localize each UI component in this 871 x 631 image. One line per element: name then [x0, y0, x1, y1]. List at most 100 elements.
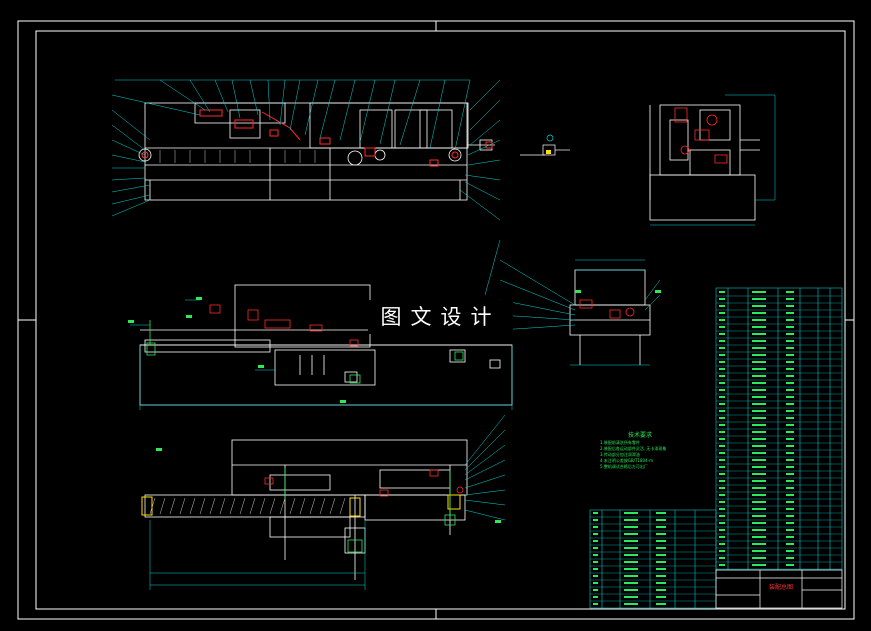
- table-cell-mark: [656, 540, 666, 542]
- table-cell-mark: [752, 417, 766, 419]
- note-line: 2.装配后各运动部件灵活, 无卡滞现象: [600, 446, 667, 451]
- table-cell-mark: [719, 340, 725, 342]
- middle-view-red-parts: [209, 304, 359, 347]
- table-cell-mark: [719, 438, 725, 440]
- table-cell-mark: [786, 473, 794, 475]
- table-cell-mark: [786, 508, 794, 510]
- bottom-view-yellow: [141, 494, 461, 517]
- table-cell-mark: [752, 396, 766, 398]
- table-cell-mark: [752, 466, 766, 468]
- table-cell-mark: [752, 445, 766, 447]
- table-cell-mark: [593, 582, 598, 584]
- table-cell-mark: [624, 547, 638, 549]
- table-cell-mark: [656, 547, 666, 549]
- table-cell-mark: [593, 561, 598, 563]
- table-cell-mark: [719, 494, 725, 496]
- table-cell-mark: [719, 347, 725, 349]
- table-cell-mark: [786, 466, 794, 468]
- table-cell-mark: [719, 312, 725, 314]
- top-elevation-view: [138, 102, 495, 201]
- table-cell-mark: [752, 368, 766, 370]
- table-cell-mark: [786, 410, 794, 412]
- table-cell-mark: [719, 424, 725, 426]
- table-cell-mark: [752, 410, 766, 412]
- table-cell-mark: [593, 568, 598, 570]
- table-cell-mark: [752, 375, 766, 377]
- bottom-section-view: [144, 439, 468, 580]
- bottom-view-green: [284, 468, 456, 553]
- table-cell-mark: [719, 515, 725, 517]
- table-cell-mark: [719, 452, 725, 454]
- table-cell-mark: [593, 533, 598, 535]
- note-line: 3.传动部分加注润滑油: [600, 452, 640, 457]
- table-cell-mark: [593, 512, 598, 514]
- table-cell-mark: [719, 326, 725, 328]
- table-cell-mark: [752, 487, 766, 489]
- table-cell-mark: [624, 561, 638, 563]
- table-cell-mark: [752, 347, 766, 349]
- table-cell-mark: [752, 319, 766, 321]
- table-cell-mark: [786, 347, 794, 349]
- table-cell-mark: [624, 582, 638, 584]
- table-cell-mark: [593, 589, 598, 591]
- table-cell-mark: [719, 431, 725, 433]
- table-cell-mark: [719, 361, 725, 363]
- detail-view-red: [579, 299, 635, 319]
- table-cell-mark: [719, 536, 725, 538]
- table-cell-mark: [719, 487, 725, 489]
- table-cell-mark: [624, 596, 638, 598]
- detail-view-right: [569, 269, 651, 365]
- table-cell-mark: [786, 487, 794, 489]
- table-cell-mark: [786, 389, 794, 391]
- table-cell-mark: [719, 473, 725, 475]
- top-view-leaders: [111, 79, 501, 296]
- table-cell-mark: [786, 396, 794, 398]
- table-cell-mark: [752, 361, 766, 363]
- table-cell-mark: [719, 501, 725, 503]
- table-cell-mark: [656, 561, 666, 563]
- table-cell-mark: [719, 305, 725, 307]
- table-cell-mark: [752, 354, 766, 356]
- table-cell-mark: [786, 403, 794, 405]
- table-cell-mark: [786, 536, 794, 538]
- table-cell-mark: [719, 403, 725, 405]
- table-cell-mark: [719, 291, 725, 293]
- table-cell-mark: [786, 298, 794, 300]
- table-cell-mark: [752, 501, 766, 503]
- table-cell-mark: [786, 417, 794, 419]
- table-cell-mark: [786, 494, 794, 496]
- table-cell-mark: [786, 368, 794, 370]
- table-cell-mark: [786, 452, 794, 454]
- table-cell-mark: [786, 333, 794, 335]
- table-cell-mark: [786, 291, 794, 293]
- table-cell-mark: [719, 445, 725, 447]
- table-cell-mark: [786, 550, 794, 552]
- dimension-marks: [128, 290, 661, 523]
- middle-view-green-marks: [146, 320, 464, 384]
- table-cell-mark: [656, 512, 666, 514]
- table-cell-mark: [786, 522, 794, 524]
- table-cell-mark: [719, 410, 725, 412]
- table-cell-mark: [752, 298, 766, 300]
- table-cell-mark: [752, 431, 766, 433]
- table-cell-mark: [719, 466, 725, 468]
- table-cell-mark: [786, 375, 794, 377]
- table-cell-mark: [656, 596, 666, 598]
- table-cell-mark: [719, 529, 725, 531]
- table-cell-mark: [786, 382, 794, 384]
- table-cell-mark: [752, 522, 766, 524]
- table-cell-mark: [786, 529, 794, 531]
- table-cell-mark: [624, 526, 638, 528]
- table-cell-mark: [752, 529, 766, 531]
- table-cell-mark: [593, 547, 598, 549]
- table-cell-mark: [593, 596, 598, 598]
- table-cell-mark: [719, 368, 725, 370]
- table-cell-mark: [786, 312, 794, 314]
- table-cell-mark: [752, 557, 766, 559]
- table-cell-mark: [786, 354, 794, 356]
- table-cell-mark: [752, 508, 766, 510]
- table-cell-mark: [786, 424, 794, 426]
- bottom-view-dims: [149, 414, 506, 590]
- table-cell-mark: [752, 515, 766, 517]
